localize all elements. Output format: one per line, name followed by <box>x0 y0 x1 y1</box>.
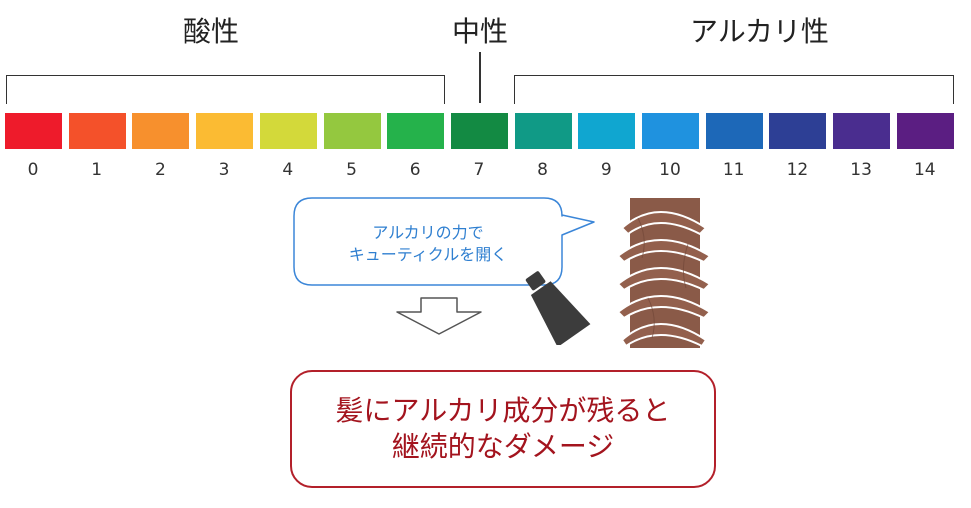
ph-value-label: 14 <box>913 160 936 180</box>
ph-color-segment <box>387 113 445 149</box>
ph-value-label: 0 <box>27 160 39 180</box>
acidic-heading: 酸性 <box>183 15 240 48</box>
callout-text: アルカリの力で キューティクルを開く <box>348 223 508 264</box>
ph-value-label: 9 <box>600 160 612 180</box>
down-arrow-icon <box>396 297 482 335</box>
alkaline-heading: アルカリ性 <box>690 15 829 48</box>
ph-color-segment <box>132 113 190 149</box>
ph-value-label: 7 <box>473 160 485 180</box>
alkaline-bracket <box>514 75 954 104</box>
ph-color-segment <box>833 113 891 149</box>
ph-value-label: 11 <box>722 160 745 180</box>
hair-product-tube-icon <box>525 271 591 345</box>
hair-cuticle-icon <box>616 198 712 348</box>
ph-value-label: 8 <box>537 160 548 180</box>
ph-value-label: 3 <box>218 160 230 180</box>
neutral-heading: 中性 <box>452 15 509 48</box>
ph-color-segment <box>896 113 954 149</box>
ph-color-segment <box>450 113 508 149</box>
neutral-marker-line <box>479 52 481 103</box>
ph-color-segment <box>578 113 636 149</box>
ph-color-segment <box>68 113 126 149</box>
ph-color-segment <box>514 113 572 149</box>
result-text: 髪にアルカリ成分が残ると 継続的なダメージ <box>335 394 671 463</box>
ph-color-segment <box>259 113 317 149</box>
ph-color-segment <box>196 113 254 149</box>
ph-value-label: 5 <box>346 160 357 180</box>
result-box <box>290 370 716 488</box>
ph-value-label: 12 <box>786 160 809 180</box>
ph-color-segment <box>642 113 699 149</box>
ph-value-label: 2 <box>154 160 166 180</box>
ph-value-label: 13 <box>850 160 872 180</box>
ph-color-segment <box>5 113 62 149</box>
ph-value-label: 1 <box>91 160 103 180</box>
ph-value-label: 4 <box>282 160 294 180</box>
ph-color-segment <box>323 113 381 149</box>
acidic-bracket <box>6 75 445 104</box>
ph-color-segment <box>705 113 763 149</box>
ph-color-segment <box>769 113 827 149</box>
ph-value-label: 6 <box>409 160 421 180</box>
ph-value-label: 10 <box>659 160 681 180</box>
